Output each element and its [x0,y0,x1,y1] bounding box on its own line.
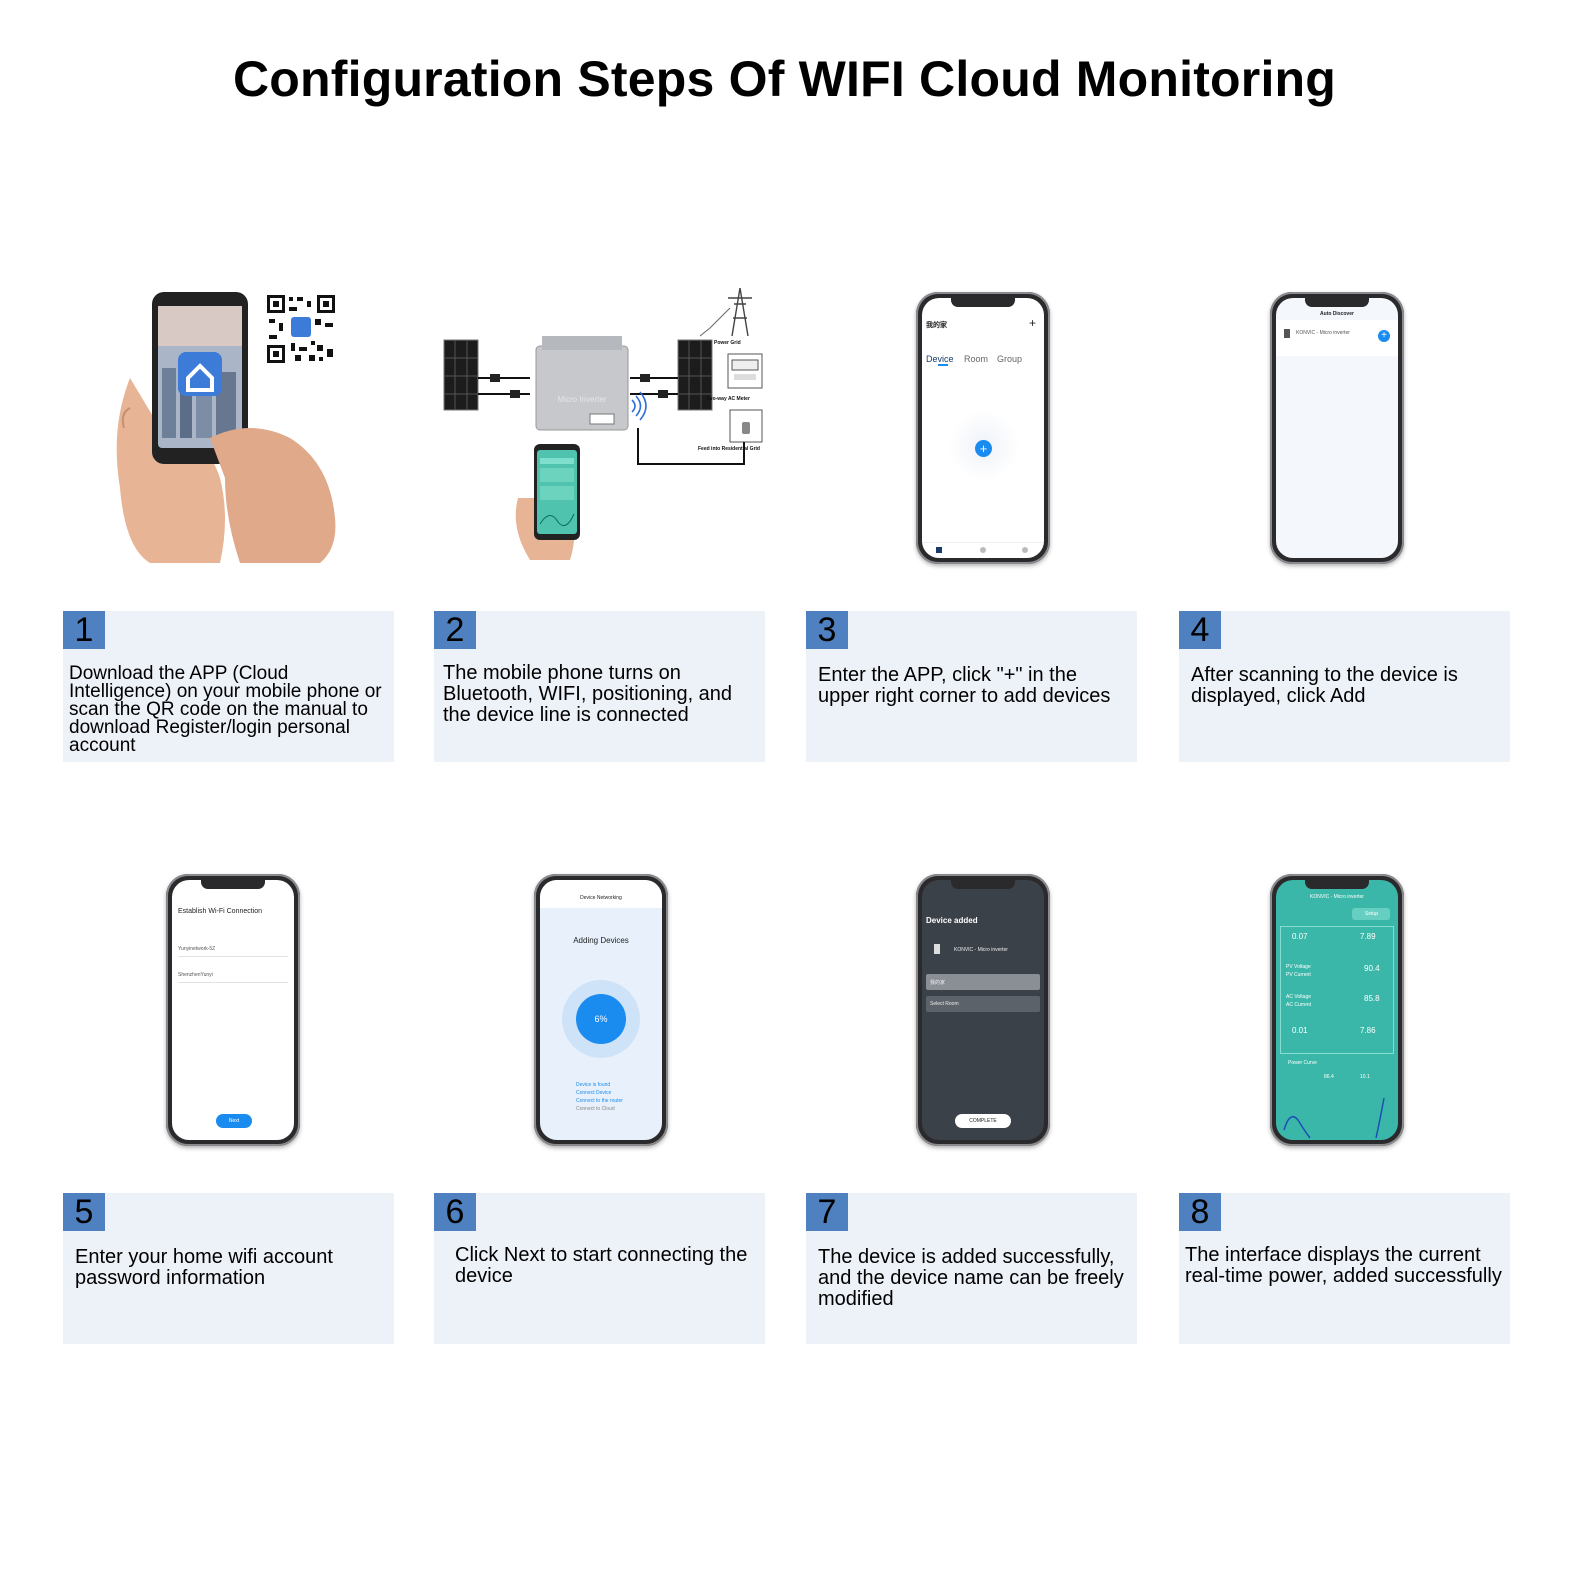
complete-button[interactable]: COMPLETE [955,1114,1011,1128]
phone-step-7: Device added KONVIC - Micro inverter 我的家… [916,874,1050,1146]
inverter-image: Micro Inverter [535,336,629,431]
tab-device[interactable]: Device [926,354,954,364]
tab-room[interactable]: Room [964,354,989,364]
step-description: Download the APP (Cloud Intelligence) on… [69,663,382,756]
power-tower-icon [699,287,752,337]
power-curve-label: Power Curve [1288,1060,1317,1066]
hand-holding-phone-image [116,292,337,563]
step-number: 3 [806,611,848,649]
solar-panel-left [443,339,479,411]
reading-value: 86.4 [1324,1074,1334,1080]
wall-socket-image [729,409,763,443]
progress-circle: 6% [576,994,626,1044]
system-diagram-illustration: Micro Inverter Power Grid Two-way AC Met… [440,287,770,563]
inverter-label: Micro Inverter [558,395,607,404]
step-description: After scanning to the device is displaye… [1191,664,1458,707]
stat-value: 0.07 [1292,932,1308,941]
add-device-button[interactable]: + [1378,330,1390,342]
room-name-field[interactable]: 我的家 [930,980,946,986]
hand-phone-small [515,444,580,560]
device-icon [934,944,940,954]
stat-value: 7.86 [1360,1026,1376,1035]
reading-value: 10.1 [1360,1074,1370,1080]
ac-meter-image [727,353,763,389]
step-description: Enter the APP, click "+" in the upper ri… [818,664,1111,707]
wifi-password-field[interactable]: ShenzhenYunyi [178,972,213,978]
phone-step-3: 我的家 + Device Room Group + [916,292,1050,564]
add-device-plus-icon[interactable]: + [1028,316,1036,330]
step-card-6: 6 Click Next to start connecting the dev… [434,1193,765,1344]
tab-group[interactable]: Group [997,354,1023,364]
stat-value: 0.01 [1292,1026,1308,1035]
step-description: The interface displays the current real-… [1185,1244,1502,1287]
feed-grid-label: Feed into Residential Grid [698,446,760,452]
added-device-name[interactable]: KONVIC - Micro inverter [954,947,1008,953]
device-networking-header: Device Networking [580,895,622,901]
checklist-item: Device is found [576,1082,611,1088]
phone-step-5: Establish Wi-Fi Connection Yunyinetwork-… [166,874,300,1146]
step-description: The device is added successfully, and th… [818,1246,1124,1310]
step-number: 5 [63,1193,105,1231]
step-number: 1 [63,611,105,649]
phone-step-6: Device Networking Adding Devices 6% Devi… [534,874,668,1146]
step-number: 4 [1179,611,1221,649]
step-description: Enter your home wifi account password in… [75,1246,333,1289]
checklist-item: Connect to Cloud [576,1106,615,1112]
setup-button[interactable]: Setup [1364,911,1378,917]
row-label: PV Voltage [1286,964,1311,970]
row-label: PV Current [1286,972,1311,978]
step-card-1: 1 Download the APP (Cloud Intelligence) … [63,611,394,762]
phone-step-4: Auto Discover KONVIC - Micro inverter + [1270,292,1404,564]
step-card-3: 3 Enter the APP, click "+" in the upper … [806,611,1137,762]
adding-devices-title: Adding Devices [573,936,629,945]
stat-value: 7.89 [1360,932,1376,941]
checklist-item: Connect to the router [576,1098,623,1104]
device-header: KONVIC - Micro inverter [1310,894,1364,900]
step-description: Click Next to start connecting the devic… [455,1244,748,1287]
next-button[interactable]: Next [216,1114,252,1128]
row-label: AC Current [1286,1002,1312,1008]
step-card-7: 7 The device is added successfully, and … [806,1193,1137,1344]
stat-value: 90.4 [1364,964,1380,973]
step-card-5: 5 Enter your home wifi account password … [63,1193,394,1344]
step-card-2: 2 The mobile phone turns on Bluetooth, W… [434,611,765,762]
ac-meter-label: Two-way AC Meter [706,396,750,402]
add-icon[interactable]: + [975,440,992,457]
power-curve-chart [1283,1097,1385,1139]
wifi-connection-header: Establish Wi-Fi Connection [178,908,263,915]
hand-phone-illustration [110,288,350,568]
row-label: AC Voltage [1286,994,1312,1000]
device-added-header: Device added [926,916,978,925]
step-number: 8 [1179,1193,1221,1231]
step-card-8: 8 The interface displays the current rea… [1179,1193,1510,1344]
auto-discover-header: Auto Discover [1320,311,1354,317]
device-icon [1284,329,1290,338]
discovered-device-name: KONVIC - Micro inverter [1296,330,1350,336]
select-room-field[interactable]: Select Room [930,1001,959,1007]
checklist-item: Connect Device [576,1090,612,1096]
power-grid-label: Power Grid [714,340,741,346]
smart-tab-icon[interactable] [980,547,986,553]
home-tab-icon[interactable] [936,547,942,553]
step-card-4: 4 After scanning to the device is displa… [1179,611,1510,762]
wifi-network-field[interactable]: Yunyinetwork-5Z [178,946,216,952]
step-number: 2 [434,611,476,649]
step-number: 7 [806,1193,848,1231]
page-title: Configuration Steps Of WIFI Cloud Monito… [232,51,1337,107]
phone-step-8: KONVIC - Micro inverter Setup 0.07 7.89 … [1270,874,1404,1146]
stat-value: 85.8 [1364,994,1380,1003]
profile-tab-icon[interactable] [1022,547,1028,553]
step-number: 6 [434,1193,476,1231]
home-label: 我的家 [926,322,947,329]
step-description: The mobile phone turns on Bluetooth, WIF… [443,662,733,726]
solar-panel-right [677,339,713,411]
